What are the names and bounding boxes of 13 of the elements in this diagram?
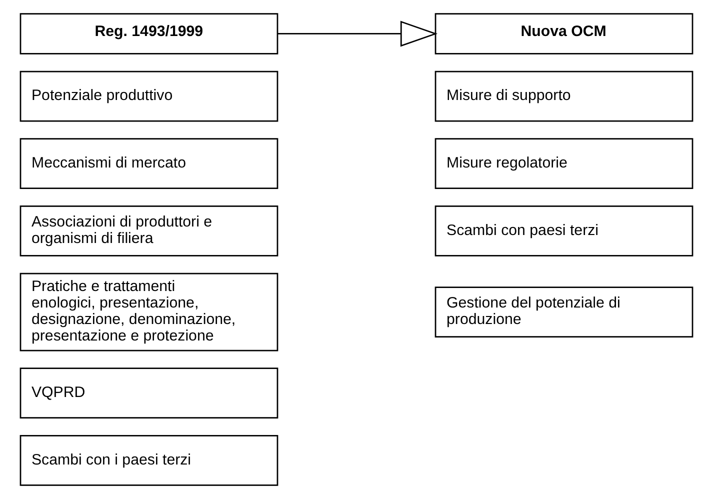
node-box: Nuova OCM	[434, 13, 693, 54]
node-box: Scambi con paesi terzi	[434, 206, 693, 256]
arrow	[277, 20, 438, 47]
node-box: Pratiche e trattamenti enologici, presentazione, designazione, denominazione, presentazione e protezione	[19, 272, 278, 352]
node-box: Meccanismi di mercato	[19, 138, 278, 190]
node-box: VQPRD	[19, 368, 278, 419]
node-box: Misure regolatorie	[434, 138, 693, 190]
node-box: Gestione del potenziale di produzione	[434, 286, 693, 338]
node-box: Reg. 1493/1999	[19, 13, 278, 54]
node-box: Misure di supporto	[434, 70, 693, 122]
node-box: Scambi con i paesi terzi	[19, 435, 278, 486]
node-box: Potenziale produttivo	[19, 70, 278, 122]
node-box: Associazioni di produttori e organismi di filiera	[19, 206, 278, 256]
